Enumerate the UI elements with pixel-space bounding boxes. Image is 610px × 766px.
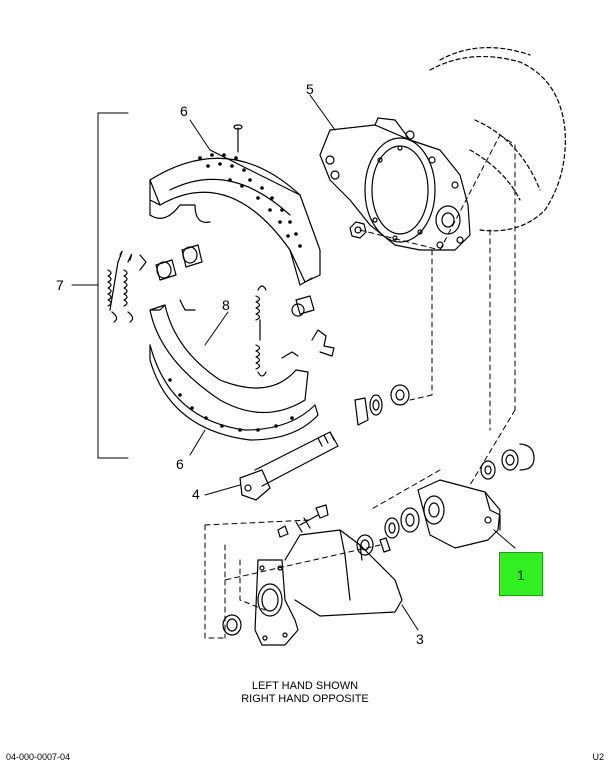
caption-line-1: LEFT HAND SHOWN: [251, 680, 359, 692]
highlighted-callout-1[interactable]: 1: [499, 552, 543, 596]
callout-label-4: 4: [192, 486, 200, 502]
callout-label-3: 3: [416, 631, 424, 647]
callout-7-bracket: [71, 112, 129, 459]
spider-nut: [349, 221, 367, 239]
adjuster-washers: [384, 443, 535, 539]
camshaft-bracket: [254, 529, 403, 646]
callout-label-6-lower: 6: [176, 456, 184, 472]
footer-sheet-code: U2: [592, 752, 604, 762]
brake-spider: [319, 117, 471, 251]
dust-shield: [429, 47, 566, 232]
callout-label-6-upper: 6: [180, 103, 188, 119]
rivet-pin: [233, 124, 243, 153]
upper-brake-shoe: [149, 149, 321, 286]
anchor-spring: [255, 285, 267, 377]
return-springs: [107, 250, 147, 323]
mounting-bolt: [277, 504, 329, 538]
callout-label-5: 5: [306, 81, 314, 97]
camshaft: [239, 431, 339, 501]
retainer-clip: [281, 329, 335, 359]
callout-label-1: 1: [517, 567, 525, 583]
callout-label-8: 8: [222, 297, 230, 313]
leader-lines: [189, 94, 516, 631]
lower-brake-shoe: [149, 299, 319, 441]
slack-adjuster: [417, 479, 501, 549]
shoe-rollers: [155, 244, 315, 317]
footer-drawing-number: 04-000-0007-04: [6, 752, 71, 762]
bracket-washer: [222, 614, 242, 636]
caption-line-2: RIGHT HAND OPPOSITE: [241, 693, 369, 705]
callout-label-7: 7: [56, 277, 64, 293]
cam-washers: [354, 384, 410, 426]
alignment-lines: [204, 134, 516, 639]
